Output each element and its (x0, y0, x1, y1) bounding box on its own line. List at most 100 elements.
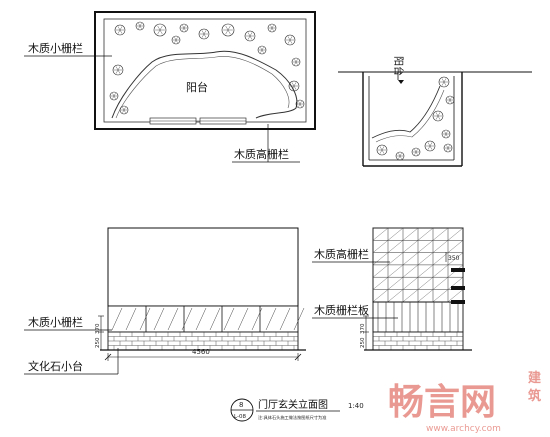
plan-small-railing-label: 木质小栅栏 (28, 41, 83, 55)
lattice-diag (417, 264, 434, 278)
side-dim-370: 370 (360, 323, 366, 334)
side-dim-250: 250 (360, 337, 366, 348)
drawing-number: 8 (239, 401, 243, 409)
elevation-small-railing-label: 木质小栅栏 (28, 315, 83, 329)
plant-symbol (221, 23, 235, 37)
lattice-diag (447, 289, 464, 302)
elevation-small-railing-callout: 木质小栅栏 (24, 315, 112, 331)
plant-symbol (432, 110, 444, 122)
railing-hatch (223, 307, 235, 331)
elevation-width-dim: 4560 (192, 348, 210, 356)
plant-symbol (424, 140, 436, 152)
lattice-diag (447, 240, 464, 253)
drawing-note: 注:具体石头施工做法按图纸尺寸为准 (258, 414, 326, 421)
lattice-diag (387, 277, 404, 290)
lattice-diag (447, 227, 464, 241)
elevation-railing (111, 306, 305, 332)
plant-symbol (443, 143, 453, 153)
lattice-diag (372, 227, 389, 241)
elevation-stone-label: 文化石小台 (28, 359, 83, 373)
lattice-diag (432, 227, 449, 241)
railing-hatch (209, 307, 221, 331)
elevation-dim-250: 250 (95, 337, 101, 348)
title-block: 8 L-08 门厅玄关立面图 1:40 注:具体石头施工做法按图纸尺寸为准 (230, 398, 364, 422)
railing-hatch (111, 307, 123, 331)
plan-high-railing-label: 木质高栅栏 (234, 147, 289, 161)
railing-hatch (279, 307, 291, 331)
railing-hatch (293, 307, 305, 331)
lattice-diag (432, 289, 449, 302)
side-panel-callout: 木质栅栏板 (312, 303, 398, 319)
sheet-number: L-08 (234, 414, 246, 420)
elevation-dim-370: 370 (95, 323, 101, 334)
plant-symbol (114, 24, 126, 36)
high-railing-lattice (372, 227, 464, 303)
plan-high-railing-callout: 木质高栅栏 (232, 124, 300, 163)
lattice-diag (372, 289, 389, 302)
lattice-diag (402, 289, 419, 302)
watermark-brand: 畅言网 (388, 382, 496, 423)
lattice-diag (417, 227, 434, 241)
section-label: 阳台 (392, 56, 405, 76)
plant-symbol (411, 147, 421, 157)
plant-symbol (376, 144, 388, 156)
plant-symbol (438, 76, 450, 88)
balcony-plan: 阳台 (94, 11, 316, 130)
lattice-diag (372, 277, 389, 290)
plant-symbol (441, 129, 451, 139)
railing-hatch (237, 307, 249, 331)
planting-edge (111, 50, 298, 119)
lattice-diag (417, 240, 434, 253)
lattice-diag (402, 227, 419, 241)
plant-symbol (257, 45, 267, 55)
plants-plan (109, 21, 305, 115)
lattice-diag (372, 252, 389, 266)
plant-symbol (171, 35, 181, 45)
plant-symbol (119, 105, 129, 115)
side-panel-label: 木质栅栏板 (314, 303, 369, 317)
plant-symbol (198, 28, 210, 40)
railing-hatch (125, 307, 137, 331)
lattice-diag (402, 240, 419, 253)
railing-hatch (251, 307, 263, 331)
plant-symbol (153, 23, 167, 37)
lattice-diag (387, 252, 404, 266)
plant-symbol (288, 80, 300, 92)
lattice-diag (402, 264, 419, 278)
plant-symbol (135, 21, 145, 31)
railing-hatch (265, 307, 277, 331)
side-dim-350: 350 (448, 255, 460, 262)
lattice-diag (387, 240, 404, 253)
lattice-diag (387, 227, 404, 241)
elevation-stone-base (107, 331, 298, 350)
railing-hatch (181, 307, 193, 331)
drawing-title: 门厅玄关立面图 (258, 398, 328, 411)
lattice-diag (432, 277, 449, 290)
lattice-diag (402, 277, 419, 290)
side-high-railing-label: 木质高栅栏 (314, 247, 369, 261)
railing-hatch (139, 307, 151, 331)
watermark-side-char-2: 筑 (528, 388, 541, 404)
side-high-railing-callout: 木质高栅栏 (312, 247, 390, 263)
watermark-side-char-1: 建 (528, 370, 541, 386)
plant-symbol (112, 64, 124, 76)
lattice-diag (432, 252, 449, 266)
lattice-diag (447, 277, 464, 290)
lattice-diag (402, 252, 419, 266)
balcony-label: 阳台 (186, 80, 208, 94)
plant-symbol (267, 23, 277, 33)
drawing-scale: 1:40 (348, 402, 364, 410)
lattice-diag (387, 289, 404, 302)
plant-symbol (284, 34, 296, 46)
lattice-diag (372, 264, 389, 278)
elevation-stone-callout: 文化石小台 (24, 348, 119, 375)
plant-symbol (445, 95, 455, 105)
lattice-diag (417, 252, 434, 266)
lattice-diag (387, 264, 404, 278)
railing-panel-slats (377, 302, 459, 332)
lattice-diag (432, 240, 449, 253)
side-stone-base (372, 331, 463, 350)
plant-symbol (291, 57, 301, 67)
plan-small-railing-callout: 木质小栅栏 (24, 41, 112, 57)
